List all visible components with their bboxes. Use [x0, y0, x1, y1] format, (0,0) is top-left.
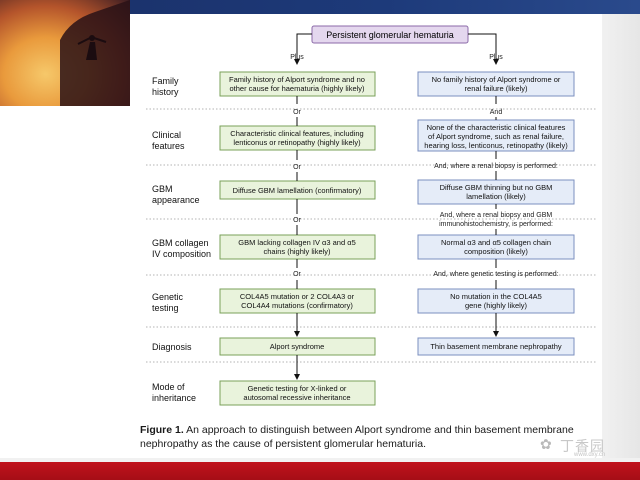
right-box-gbm-collagen: [417, 234, 575, 260]
left-box-family-history-text: Family history of Alport syndrome and no…: [229, 75, 365, 93]
horse-rider-silhouette-icon: [60, 0, 130, 106]
logo-image: [0, 0, 130, 106]
branch-left-label: Plus: [290, 54, 304, 61]
bottom-bar: [0, 462, 640, 480]
left-connector-or: Or: [293, 271, 301, 278]
row-separators: [146, 108, 596, 363]
left-box-gbm-collagen: [219, 234, 376, 260]
left-box-family-history: [219, 71, 376, 97]
right-connector-and: And: [490, 109, 503, 116]
right-connector-renal-biopsy: And, where a renal biopsy is performed:: [434, 163, 558, 170]
left-box-clinical-features-text: Characteristic clinical features, includ…: [230, 129, 363, 147]
watermark: ✿ 丁香园 www.dxy.cn: [540, 436, 630, 460]
left-column: Family history of Alport syndrome and no…: [219, 71, 376, 406]
bottom-divider: [0, 458, 640, 462]
left-box-gbm-appearance-text: Diffuse GBM lamellation (confirmatory): [233, 186, 362, 195]
left-box-clinical-features: [219, 125, 376, 151]
branch-right-arrow: [468, 33, 499, 65]
right-box-clinical-features: [417, 119, 575, 152]
left-box-genetic-testing: [219, 288, 376, 314]
left-box-diagnosis-text: Alport syndrome: [270, 342, 325, 351]
right-box-diagnosis: [417, 337, 575, 356]
watermark-name: 丁香园: [560, 438, 605, 454]
caption-text: An approach to distinguish between Alpor…: [140, 424, 574, 450]
left-connector-or: Or: [293, 109, 301, 116]
figure-caption: Figure 1. An approach to distinguish bet…: [140, 423, 600, 451]
left-box-mode-of-inheritance: [219, 380, 376, 406]
left-connector-or: Or: [293, 217, 301, 224]
right-box-diagnosis-text: Thin basement membrane nephropathy: [430, 342, 562, 351]
watermark-url: www.dxy.cn: [574, 452, 606, 458]
title-text: Persistent glomerular hematuria: [326, 30, 454, 40]
right-connector-genetic-testing: And, where genetic testing is performed:: [433, 271, 558, 278]
branch-left-arrow: [294, 33, 312, 65]
branch-right-label: Plus: [489, 54, 503, 61]
right-box-clinical-features-text: None of the characteristic clinical feat…: [424, 123, 568, 150]
watermark-logo-icon: ✿: [540, 436, 552, 452]
top-bar: [0, 0, 640, 14]
right-box-family-history: [417, 71, 575, 97]
left-connectors: Or Or Or Or: [293, 96, 302, 380]
right-margin: [602, 14, 640, 462]
caption-label: Figure 1.: [140, 424, 184, 436]
left-connector-or: Or: [293, 164, 301, 171]
row-label-diagnosis: Diagnosis: [152, 342, 192, 352]
right-connectors: And And, where a renal biopsy is perform…: [433, 96, 559, 337]
right-box-genetic-testing: [417, 288, 575, 314]
